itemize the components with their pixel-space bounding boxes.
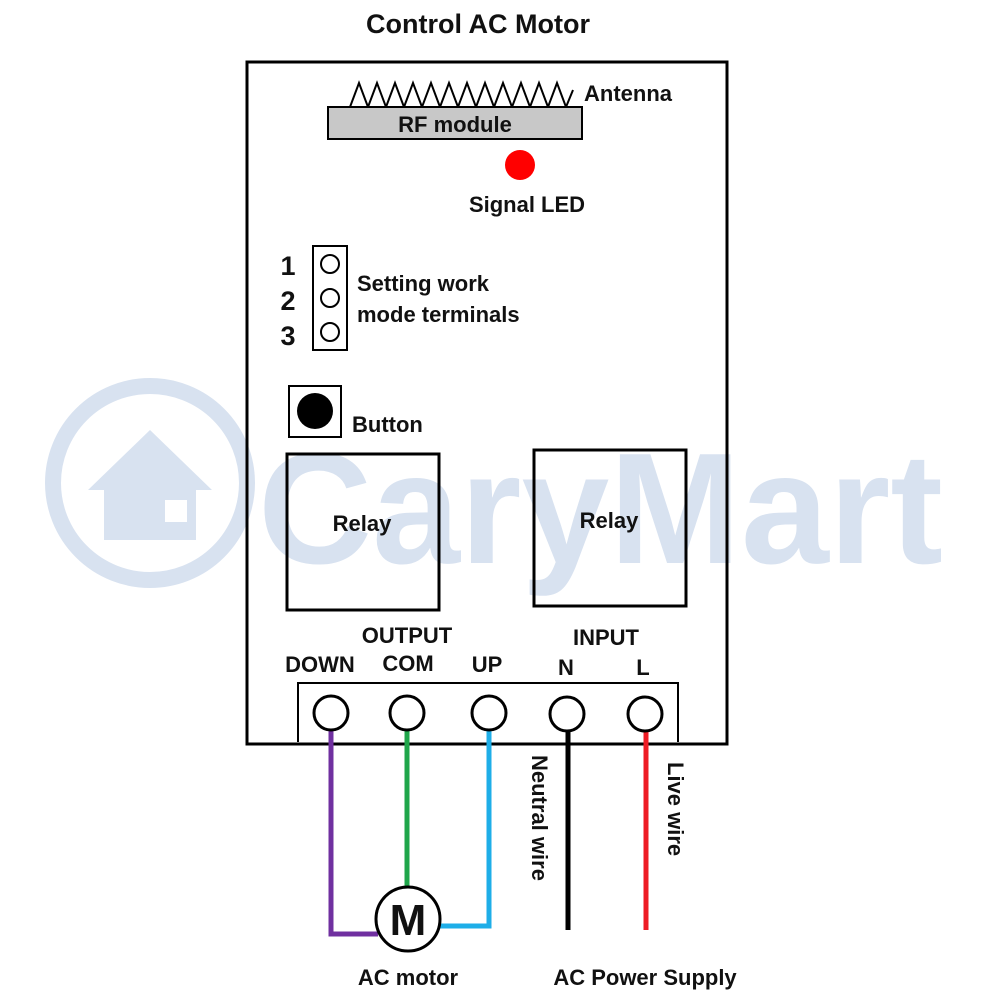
rf-module-label: RF module xyxy=(398,112,512,137)
terminal-number-1: 1 xyxy=(280,251,295,281)
work-mode-terminal-block xyxy=(312,245,348,351)
input-label: INPUT xyxy=(573,625,640,650)
terminal-screw-l-icon xyxy=(626,695,664,733)
relay-left-label: Relay xyxy=(333,511,392,536)
motor-label: AC motor xyxy=(358,965,459,990)
terminal-pin-1-icon xyxy=(320,254,340,274)
power-supply-label: AC Power Supply xyxy=(553,965,737,990)
signal-led-label: Signal LED xyxy=(469,192,585,217)
relay-left xyxy=(285,452,441,612)
wire-up xyxy=(440,727,492,929)
terminal-number-2: 2 xyxy=(280,286,295,316)
work-mode-label-line1: Setting work xyxy=(357,271,490,296)
house-logo-icon xyxy=(45,378,255,588)
terminal-label-down: DOWN xyxy=(285,652,355,677)
motor-symbol: M xyxy=(390,896,427,945)
antenna-coil-icon xyxy=(349,80,574,110)
ac-motor-icon xyxy=(374,885,442,953)
terminal-label-n: N xyxy=(558,655,574,680)
terminal-label-up: UP xyxy=(472,652,503,677)
relay-right-label: Relay xyxy=(580,508,639,533)
terminal-number-3: 3 xyxy=(280,321,295,351)
wire-down xyxy=(328,727,378,937)
work-mode-label-line2: mode terminals xyxy=(357,302,520,327)
relay-right xyxy=(532,448,688,608)
terminal-pin-2-icon xyxy=(320,288,340,308)
signal-led-icon xyxy=(505,150,535,180)
terminal-label-l: L xyxy=(636,655,649,680)
button-label: Button xyxy=(352,412,423,437)
terminal-pin-3-icon xyxy=(320,322,340,342)
diagram-title: Control AC Motor xyxy=(366,9,590,39)
terminal-label-com: COM xyxy=(382,651,433,676)
live-wire-label: Live wire xyxy=(663,762,688,856)
terminal-strip xyxy=(297,682,679,742)
terminal-screw-n-icon xyxy=(548,695,586,733)
rf-module xyxy=(327,106,583,140)
neutral-wire-label: Neutral wire xyxy=(527,755,552,881)
terminal-screw-down-icon xyxy=(312,694,350,732)
terminal-screw-up-icon xyxy=(470,694,508,732)
button-cap-icon xyxy=(297,393,333,429)
watermark: CaryMart xyxy=(45,378,943,597)
antenna-label: Antenna xyxy=(584,81,673,106)
output-label: OUTPUT xyxy=(362,623,453,648)
terminal-screw-com-icon xyxy=(388,694,426,732)
